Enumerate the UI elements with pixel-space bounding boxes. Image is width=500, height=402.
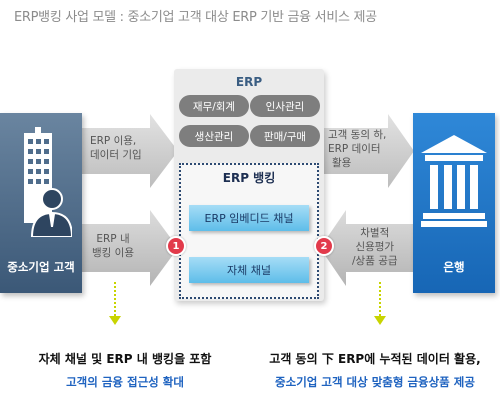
- module-sales-purchase: 판매/구매: [250, 125, 320, 147]
- module-hr: 인사관리: [250, 95, 320, 117]
- module-production: 생산관리: [179, 125, 249, 147]
- down-arrow-right-line: [379, 282, 381, 316]
- arrow-bottom-right: [320, 210, 414, 286]
- bank-label: 은행: [443, 260, 465, 274]
- bottom-left-line2: 고객의 금융 접근성 확대: [66, 375, 184, 389]
- arrow-bottom-left: [80, 210, 178, 286]
- module-finance-accounting: 재무/회계: [179, 95, 249, 117]
- erp-panel: ERP 재무/회계 인사관리 생산관리 판매/구매 ERP 뱅킹 ERP 임베디…: [174, 69, 324, 301]
- arrow-top-right: [320, 114, 414, 188]
- down-arrow-right-head: [374, 316, 386, 325]
- diagram-title: ERP뱅킹 사업 모델 : 중소기업 고객 대상 ERP 기반 금융 서비스 제…: [14, 10, 377, 25]
- arrow-top-left: [80, 114, 178, 188]
- bank-building-icon: [421, 135, 487, 227]
- sme-customer-box: 중소기업 고객: [0, 113, 82, 293]
- sme-customer-label: 중소기업 고객: [7, 260, 75, 274]
- erp-title: ERP: [235, 75, 263, 89]
- bottom-right-line2: 중소기업 고객 대상 맞춤형 금융상품 제공: [275, 375, 475, 389]
- erp-embedded-channel: ERP 임베디드 채널: [189, 205, 309, 231]
- badge-2: 2: [314, 236, 334, 256]
- own-channel: 자체 채널: [189, 257, 309, 283]
- down-arrow-left-head: [109, 316, 121, 325]
- arrow-text-top-left: ERP 이용,데이터 기입: [90, 135, 142, 161]
- erp-banking-title: ERP 뱅킹: [222, 171, 276, 185]
- bottom-right-line1: 고객 동의 下 ERP에 누적된 데이터 활용,: [269, 352, 481, 366]
- businessman-building-icon: [24, 127, 72, 237]
- bottom-left-line1: 자체 채널 및 ERP 내 뱅킹을 포함: [38, 352, 212, 366]
- erp-banking-box: ERP 뱅킹 ERP 임베디드 채널 자체 채널: [179, 163, 319, 299]
- badge-1: 1: [166, 236, 186, 256]
- down-arrow-left-line: [114, 282, 116, 316]
- bank-box: 은행: [413, 113, 495, 293]
